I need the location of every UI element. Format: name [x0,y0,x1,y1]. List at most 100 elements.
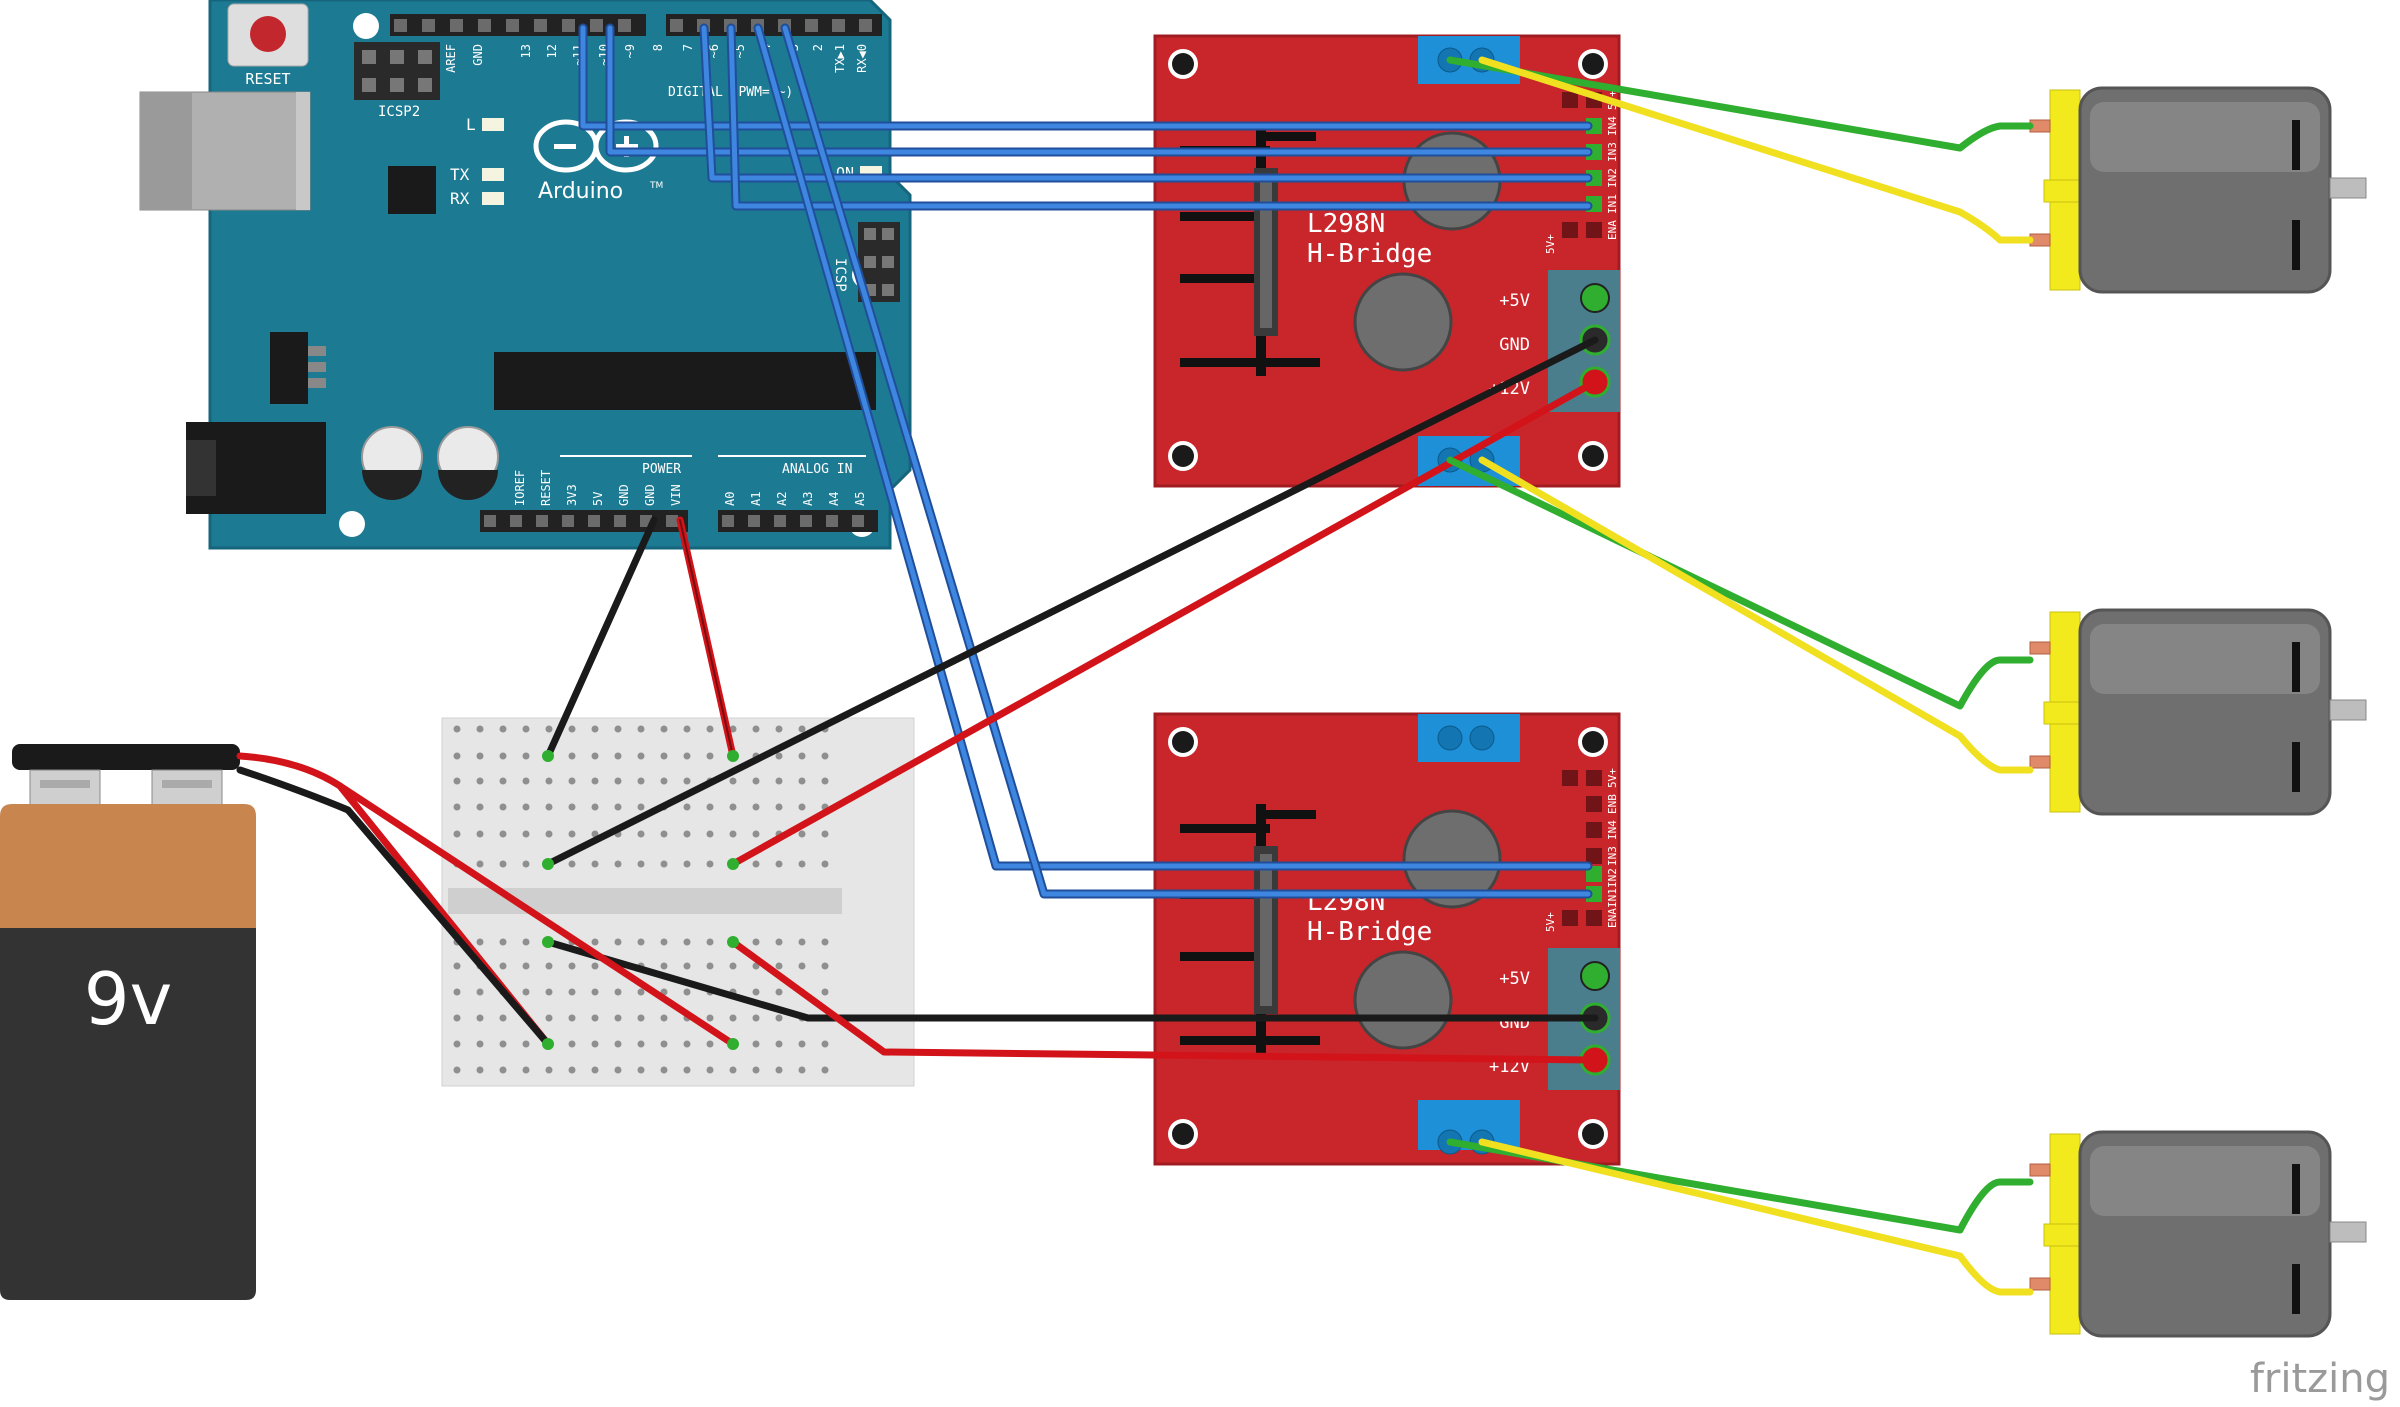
breadboard-hole [706,752,714,760]
header-pin[interactable] [534,19,547,32]
hbridge-pin-label: ENA [1606,220,1619,240]
header-pin[interactable] [450,19,463,32]
top-pin-label: ~9 [623,44,637,58]
breadboard-hole [752,1014,760,1022]
led-tx [482,168,504,181]
breadboard-hole [752,1040,760,1048]
breadboard-hole [476,725,484,733]
header-pin[interactable] [826,515,838,527]
header-pin[interactable] [484,515,496,527]
motor-3 [2029,1130,2367,1338]
header-pin[interactable] [852,515,864,527]
wires [236,23,2034,1296]
header-pin[interactable] [774,515,786,527]
header-pin[interactable] [614,515,626,527]
breadboard-hole [545,1066,553,1074]
breadboard-hole [568,962,576,970]
l298n-chip [1254,846,1278,1014]
header-pin[interactable] [590,19,603,32]
header-pin[interactable] [859,19,872,32]
breadboard-hole [614,1066,622,1074]
breadboard-hole [545,803,553,811]
breadboard-hole [775,1040,783,1048]
chip-label: L298N [1307,209,1385,239]
breadboard-hole [499,962,507,970]
top-pin-label: 2 [811,44,825,51]
header-pin[interactable] [422,19,435,32]
header-pin[interactable] [800,515,812,527]
motor-shaft [2329,177,2367,199]
bottom-pin-label: A2 [775,492,789,506]
breadboard-hole [821,830,829,838]
reset-button[interactable] [227,3,309,67]
breadboard-hole [729,725,737,733]
breadboard-hole [637,803,645,811]
bottom-pin-label: A0 [723,492,737,506]
breadboard-hole [798,752,806,760]
arduino-trademark: TM [649,181,663,191]
header-pin[interactable] [536,515,548,527]
motor-terminal-b[interactable] [1418,436,1520,486]
breadboard-hole [522,988,530,996]
breadboard-hole [591,1040,599,1048]
capacitor [1402,809,1502,909]
hbridge-top: L298N H-Bridge +5V GND +12V [1153,34,1621,488]
breadboard-hole [637,752,645,760]
breadboard-hole [821,777,829,785]
header-pin[interactable] [562,515,574,527]
breadboard-hole [706,803,714,811]
header-pin[interactable] [478,19,491,32]
breadboard-hole [591,962,599,970]
breadboard-hole [660,1066,668,1074]
header-pin[interactable] [832,19,845,32]
motor-terminal-a[interactable] [1418,714,1520,762]
breadboard-hole [476,988,484,996]
breadboard-hole [476,1040,484,1048]
breadboard-hole [729,803,737,811]
breadboard-hole [775,1014,783,1022]
breadboard-hole [637,1014,645,1022]
breadboard-hole [706,1040,714,1048]
hbridge-pin-label: 5V+ [1544,912,1557,932]
breadboard-hole [798,860,806,868]
header-pin[interactable] [562,19,575,32]
header-pin[interactable] [748,515,760,527]
breadboard-hole [660,725,668,733]
breadboard-hole [591,777,599,785]
breadboard-hole [683,962,691,970]
header-pin[interactable] [805,19,818,32]
breadboard-hole [683,830,691,838]
header-pin[interactable] [588,515,600,527]
motor-shaft [2329,1221,2367,1243]
breadboard-hole [752,860,760,868]
bottom-pin-label: VIN [669,484,683,506]
breadboard-hole [476,830,484,838]
breadboard-hole [522,962,530,970]
breadboard-hole [568,860,576,868]
breadboard-hole [476,752,484,760]
header-pin[interactable] [394,19,407,32]
breadboard-hole [637,777,645,785]
hbridge-pin-label: IN2 [1606,168,1619,188]
breadboard-hole [798,803,806,811]
breadboard-hole [706,1066,714,1074]
capacitor [437,426,499,500]
motor-2 [2029,608,2367,816]
breadboard-hole [637,938,645,946]
header-pin[interactable] [618,19,631,32]
terminal-label-5v: +5V [1499,969,1530,989]
motor-tab [2029,1163,2051,1177]
breadboard-hole [775,725,783,733]
header-pin[interactable] [670,19,683,32]
wire-red [729,938,1599,1064]
breadboard-hole [591,988,599,996]
breadboard-hole [798,830,806,838]
header-pin[interactable] [506,19,519,32]
header-pin[interactable] [510,515,522,527]
wire-green [1446,456,2034,710]
breadboard-hole [683,752,691,760]
header-pin[interactable] [722,515,734,527]
hbridge-bottom: L298N H-Bridge +5V GND +12V [1153,712,1621,1166]
header-pin[interactable] [666,515,678,527]
mount-hole [353,13,379,39]
